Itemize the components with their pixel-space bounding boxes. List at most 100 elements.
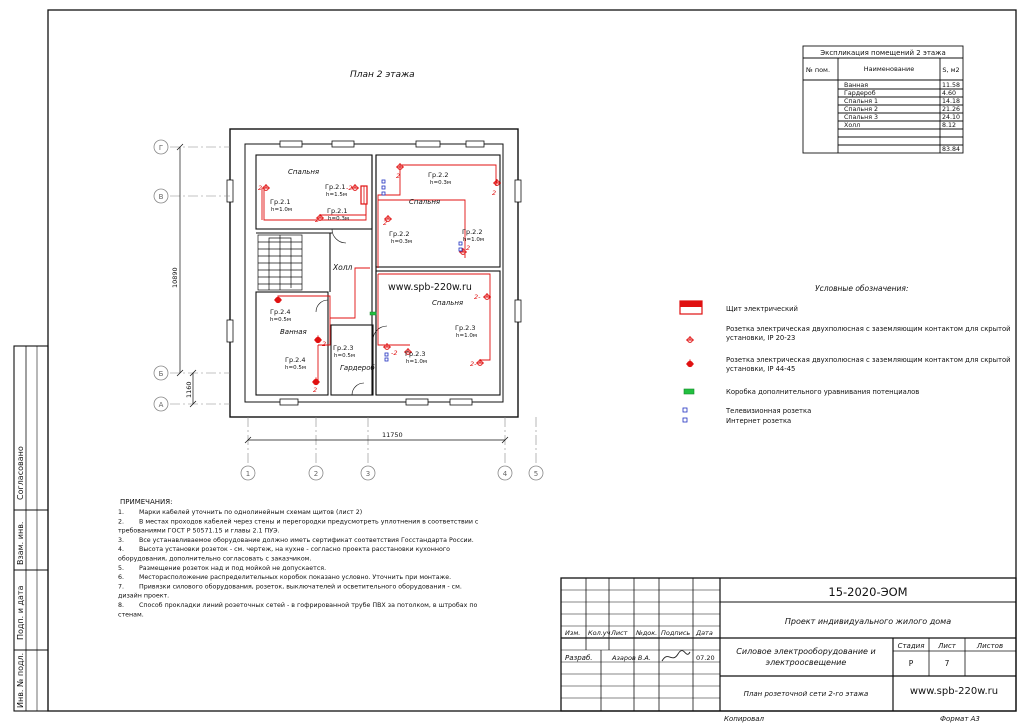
legend: Условные обозначения: Щит электрический …: [679, 284, 1011, 425]
doc-code: 15-2020-ЭОМ: [828, 585, 907, 599]
stamp-inv-vzam: Взам. инв.: [16, 522, 25, 565]
tb-header: Кол.уч: [588, 629, 611, 637]
note-number: 7.: [118, 583, 124, 590]
group-height: h=0.3м: [328, 216, 349, 222]
explication-title: Экспликация помещений 2 этажа: [820, 49, 946, 57]
explication-row-area: 4.60: [942, 90, 956, 97]
legend-text: Щит электрический: [726, 305, 798, 313]
explication-header-num: № пом.: [805, 66, 830, 74]
circuit-mark: 2-: [474, 293, 481, 301]
axis-label: 4: [503, 470, 508, 478]
axis-label: 3: [366, 470, 370, 478]
note-number: 2.: [118, 518, 124, 525]
group-height: h=0.3м: [430, 180, 451, 186]
group-height: h=1.0м: [271, 207, 292, 213]
stamp-sign-date: Подп. и дата: [16, 585, 25, 640]
group-label: Гр.2.3: [405, 350, 426, 358]
legend-internet-icon: [682, 417, 688, 423]
group-label: Гр.2.4: [270, 308, 291, 316]
room-label: Гардероб: [340, 364, 376, 372]
note-number: 8.: [118, 602, 124, 609]
note-text: стенам.: [118, 611, 144, 618]
explication-row-area: 14.18: [942, 98, 960, 105]
dimension-height: 10890: [171, 267, 179, 288]
legend-text: Коробка дополнительного уравнивания поте…: [726, 388, 919, 396]
explication-row-name: Спальня 3: [844, 114, 878, 121]
tb-stage: Р: [909, 659, 914, 668]
room-label: Спальня: [288, 168, 319, 176]
axis-markers: [153, 139, 544, 481]
circuit-mark: 2: [396, 172, 400, 180]
note-text: Высота установки розеток - см. чертеж, н…: [139, 546, 450, 553]
group-height: h=0.5м: [270, 317, 291, 323]
group-label: Гр.2.2: [389, 230, 410, 238]
tb-copied: Копировал: [724, 715, 765, 723]
tb-sheets-header: Листов: [976, 642, 1003, 650]
note-text: Марки кабелей уточнить по однолинейным с…: [139, 508, 362, 516]
note-text: Все устанавливаемое оборудование должно …: [139, 536, 474, 544]
legend-text: Розетка электрическая двухполюсная с заз…: [726, 356, 1011, 373]
tb-header: Подпись: [661, 629, 690, 637]
group-label: Гр.2.2: [462, 228, 483, 236]
sheet-name: План розеточной сети 2-го этажа: [744, 690, 869, 698]
room-label: Ванная: [280, 328, 307, 336]
legend-title: Условные обозначения:: [815, 284, 908, 293]
tv-internet-markers: [381, 179, 463, 362]
left-stamp: Согласовано Взам. инв. Подп. и дата Инв.…: [16, 446, 25, 708]
legend-text: Интернет розетка: [726, 417, 791, 425]
explication-row-area: 11.58: [942, 82, 960, 89]
explication-row-area: 21.26: [942, 106, 960, 113]
circuit-mark: 2-: [470, 360, 477, 368]
tb-sheet-header: Лист: [937, 642, 957, 650]
note-number: 5.: [118, 565, 124, 572]
tb-header: №док.: [635, 629, 657, 637]
circuit-mark: 2: [313, 386, 317, 394]
legend-text: Телевизионная розетка: [725, 407, 811, 415]
axis-label: В: [159, 193, 164, 201]
circuit-mark: 2: [492, 189, 496, 197]
group-height: h=1.5м: [326, 192, 347, 198]
stamp-inv-orig: Инв. № подл.: [16, 653, 25, 708]
axis-label: 2: [314, 470, 318, 478]
explication-total: 83.84: [942, 146, 960, 153]
group-height: h=1.0м: [463, 237, 484, 243]
group-height: h=1.0м: [406, 359, 427, 365]
note-text: Размещение розеток над и под мойкой не д…: [139, 564, 326, 572]
group-label: Гр.2.4: [285, 356, 306, 364]
note-text: Месторасположение распределительных коро…: [139, 573, 451, 581]
axis-label: А: [159, 401, 164, 409]
note-text: оборудования, дополнительно согласовать …: [118, 555, 311, 563]
group-label: Гр.2.1: [327, 207, 348, 215]
explication-row-name: Холл: [844, 122, 860, 129]
tb-header: Лист: [610, 629, 628, 637]
explication-row-name: Спальня 2: [844, 106, 878, 113]
explication-row-name: Спальня 1: [844, 98, 878, 105]
group-height: h=0.5м: [334, 353, 355, 359]
axis-label: Г: [159, 144, 163, 152]
note-number: 3.: [118, 537, 124, 544]
group-label: Гр.2.1: [325, 183, 346, 191]
socket-icon: [261, 183, 271, 191]
group-height: h=0.3м: [391, 239, 412, 245]
axis-label: Б: [159, 370, 164, 378]
tb-date: 07.20: [696, 654, 715, 662]
axis-label: 5: [534, 470, 538, 478]
room-label: Спальня: [432, 299, 463, 307]
circuit-mark: 2: [383, 219, 387, 227]
tb-author: Азаров В.А.: [611, 654, 651, 662]
tb-website[interactable]: www.spb-220w.ru: [910, 686, 998, 697]
explication-header-name: Наименование: [864, 65, 915, 73]
axis-label: 1: [246, 470, 250, 478]
circuit-mark: -2: [346, 184, 352, 192]
sheet-frame: [13, 9, 1017, 712]
explication-row-area: 8.12: [942, 122, 956, 129]
circuit-mark: 2: [466, 244, 470, 252]
plan-title: План 2 этажа: [350, 70, 415, 80]
wiring: [261, 164, 497, 380]
project-name: Проект индивидуального жилого дома: [785, 617, 951, 626]
tb-format: Формат А3: [940, 715, 980, 723]
notes-title: ПРИМЕЧАНИЯ:: [120, 498, 173, 506]
tb-sheet: 7: [945, 659, 950, 668]
legend-text: Розетка электрическая двухполюсная с заз…: [726, 325, 1011, 342]
plan-website[interactable]: www.spb-220w.ru: [388, 282, 472, 293]
